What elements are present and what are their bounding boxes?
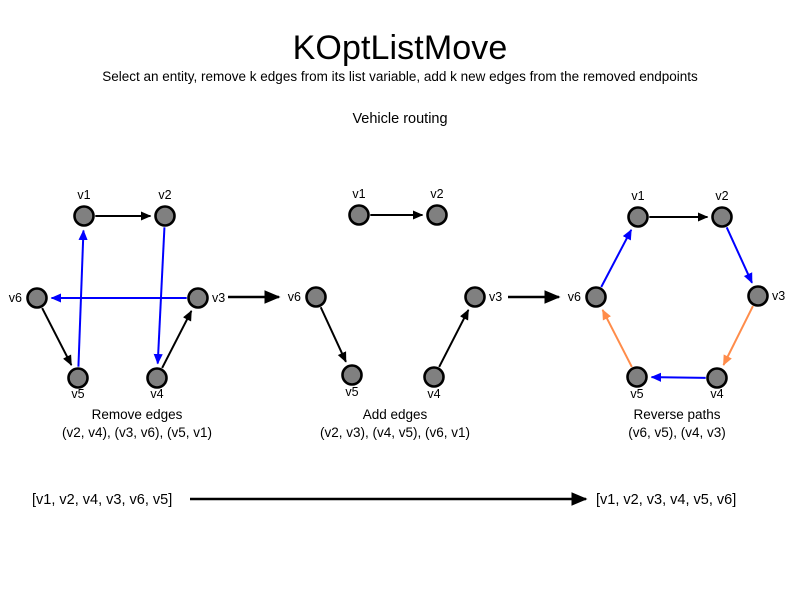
panel-remove-node-v6[interactable]: v6	[9, 287, 48, 309]
panel-reverse-edge-v3-v4	[722, 305, 754, 366]
panel-remove-node-v1[interactable]: v1	[73, 188, 95, 227]
node-circle-v1[interactable]	[348, 204, 370, 226]
node-label-v2: v2	[715, 189, 728, 203]
panel-remove-node-v3[interactable]: v3	[187, 287, 226, 309]
panel-add-edge-v4-v3	[438, 309, 470, 368]
node-label-v3: v3	[212, 291, 225, 305]
panel-reverse-caption-detail: (v6, v5), (v4, v3)	[628, 425, 726, 440]
panel-add-caption-detail: (v2, v3), (v4, v5), (v6, v1)	[320, 425, 470, 440]
panel-remove-edge-v6-v5	[41, 307, 73, 366]
panel-reverse-node-v6[interactable]: v6	[568, 286, 607, 308]
node-circle-v2[interactable]	[426, 204, 448, 226]
node-label-v4: v4	[427, 387, 440, 401]
node-circle-v3[interactable]	[187, 287, 209, 309]
node-circle-v5[interactable]	[67, 367, 89, 389]
node-circle-v5[interactable]	[626, 366, 648, 388]
node-label-v6: v6	[288, 290, 301, 304]
panel-remove-edge-v4-v3	[161, 310, 193, 369]
node-label-v3: v3	[489, 290, 502, 304]
panel-add-caption-title: Add edges	[363, 407, 428, 422]
panel-reverse-edge-v4-v5	[650, 372, 706, 382]
node-circle-v2[interactable]	[154, 205, 176, 227]
footer-layer: [v1, v2, v4, v3, v6, v5] [v1, v2, v3, v4,…	[32, 492, 736, 508]
node-label-v1: v1	[77, 188, 90, 202]
node-circle-v4[interactable]	[706, 367, 728, 389]
panel-reverse-edge-v6-v1	[600, 229, 633, 288]
panel-remove-node-v2[interactable]: v2	[154, 188, 176, 227]
node-label-v1: v1	[352, 187, 365, 201]
panel-remove-caption-detail: (v2, v4), (v3, v6), (v5, v1)	[62, 425, 212, 440]
node-circle-v6[interactable]	[305, 286, 327, 308]
node-label-v2: v2	[158, 188, 171, 202]
panel-add-node-v5[interactable]: v5	[341, 364, 363, 400]
panel-reverse-caption-title: Reverse paths	[633, 407, 720, 422]
panel-add-node-v4[interactable]: v4	[423, 366, 445, 402]
node-label-v1: v1	[631, 189, 644, 203]
node-circle-v2[interactable]	[711, 206, 733, 228]
panel-add-edge-v6-v5	[319, 306, 347, 363]
node-label-v5: v5	[630, 387, 643, 401]
node-circle-v1[interactable]	[73, 205, 95, 227]
panel-remove-node-v5[interactable]: v5	[67, 367, 89, 402]
panel-add-node-v3[interactable]: v3	[464, 286, 503, 308]
node-label-v3: v3	[772, 289, 785, 303]
panel-reverse-edge-v2-v3	[725, 226, 753, 284]
node-circle-v6[interactable]	[26, 287, 48, 309]
node-label-v2: v2	[430, 187, 443, 201]
node-circle-v3[interactable]	[464, 286, 486, 308]
node-label-v6: v6	[9, 291, 22, 305]
node-circle-v3[interactable]	[747, 285, 769, 307]
node-circle-v4[interactable]	[423, 366, 445, 388]
panel-reverse-node-v3[interactable]: v3	[747, 285, 786, 307]
context-label: Vehicle routing	[352, 111, 448, 127]
panel-reverse-node-v2[interactable]: v2	[711, 189, 733, 228]
node-circle-v1[interactable]	[627, 206, 649, 228]
node-label-v4: v4	[710, 387, 723, 401]
panel-add-node-v2[interactable]: v2	[426, 187, 448, 226]
panel-reverse-node-v1[interactable]: v1	[627, 189, 649, 228]
panel-remove-caption-title: Remove edges	[92, 407, 183, 422]
panel-remove-edge-v2-v4	[153, 227, 166, 365]
edges-layer	[41, 210, 754, 382]
panel-add-node-v6[interactable]: v6	[288, 286, 327, 308]
node-label-v5: v5	[345, 385, 358, 399]
node-label-v6: v6	[568, 290, 581, 304]
after-list: [v1, v2, v3, v4, v5, v6]	[596, 492, 736, 508]
node-label-v4: v4	[150, 387, 163, 401]
captions-layer: Remove edges (v2, v4), (v3, v6), (v5, v1)…	[62, 407, 726, 440]
panel-reverse-node-v5[interactable]: v5	[626, 366, 648, 402]
node-circle-v5[interactable]	[341, 364, 363, 386]
panel-remove-node-v4[interactable]: v4	[146, 367, 168, 402]
panel-remove-edge-v5-v1	[77, 229, 88, 367]
panel-reverse-edge-v5-v6	[601, 309, 633, 368]
before-list: [v1, v2, v4, v3, v6, v5]	[32, 492, 172, 508]
page-title: KOptListMove	[292, 29, 508, 67]
node-label-v5: v5	[71, 387, 84, 401]
page-subtitle: Select an entity, remove k edges from it…	[102, 69, 698, 84]
panel-add-node-v1[interactable]: v1	[348, 187, 370, 226]
node-circle-v6[interactable]	[585, 286, 607, 308]
nodes-layer: v1 v2 v6 v3 v5 v4 v1 v2 v6 v3 v5 v4 v1 v2 v6 v3 v5 v4	[9, 187, 785, 401]
node-circle-v4[interactable]	[146, 367, 168, 389]
panel-reverse-node-v4[interactable]: v4	[706, 367, 728, 402]
